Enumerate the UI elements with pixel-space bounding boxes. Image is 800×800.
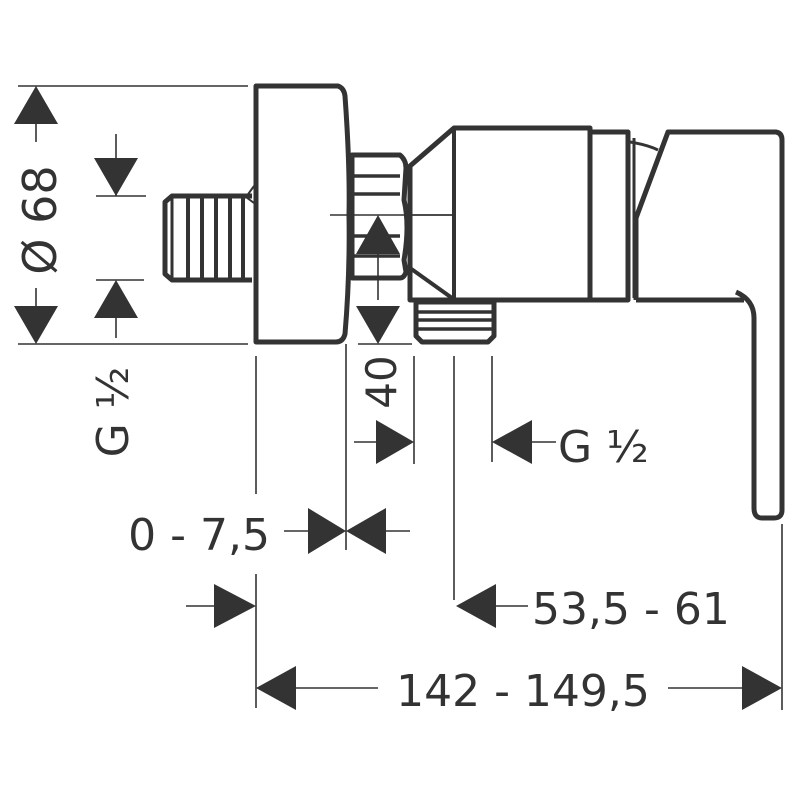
adjust-range-dimension: 0 - 7,5: [128, 344, 410, 561]
mixer-body: [407, 125, 659, 303]
left-nipple: [162, 185, 255, 283]
overall-length-dimension: 142 - 149,5: [186, 574, 782, 717]
diameter-dimension: Ø 68: [13, 85, 248, 345]
depth-40-dimension: 40: [356, 215, 412, 409]
outlet-distance-dimension: 53,5 - 61: [456, 524, 783, 710]
diameter-label: Ø 68: [13, 165, 67, 274]
wall-flange: [253, 83, 352, 345]
left-thread-dimension: G ½: [88, 134, 146, 457]
lever-handle: [633, 129, 785, 521]
pipe-40-extension: [354, 356, 415, 464]
right-thread-label: G ½: [558, 422, 649, 473]
outlet-distance-label: 53,5 - 61: [532, 584, 730, 635]
left-thread-label: G ½: [88, 367, 139, 458]
depth-40-label: 40: [357, 355, 406, 408]
outlet-thread: [413, 299, 497, 345]
right-thread-dimension: G ½: [453, 356, 649, 600]
overall-length-label: 142 - 149,5: [396, 666, 650, 717]
adjust-range-label: 0 - 7,5: [128, 510, 270, 561]
